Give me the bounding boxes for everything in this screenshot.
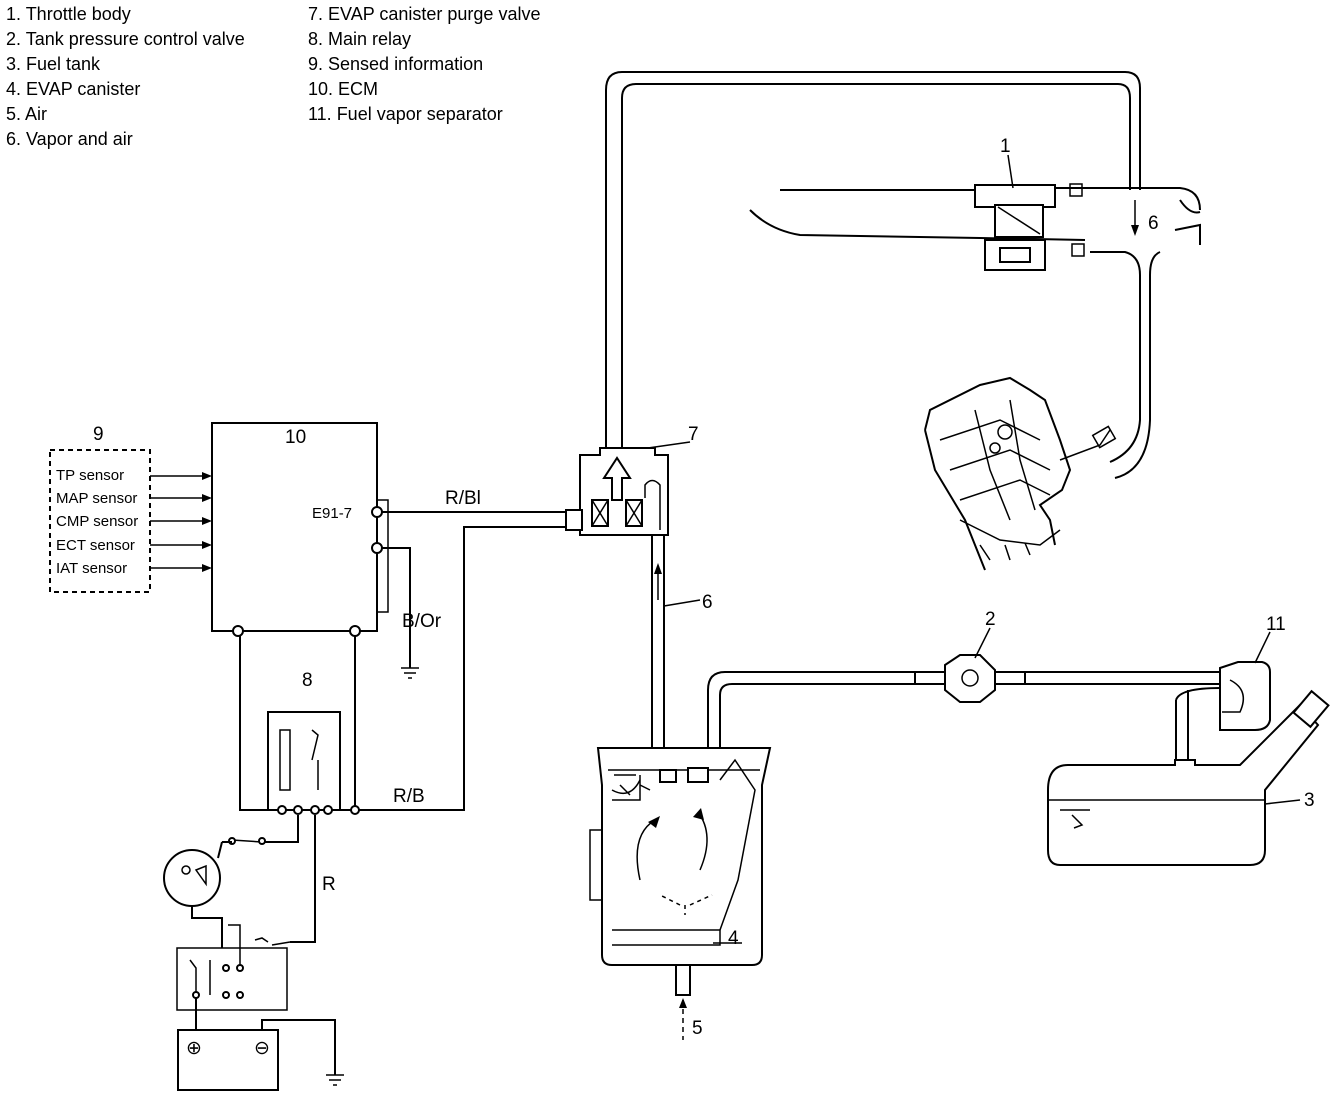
legend-item: 5. Air bbox=[6, 104, 48, 124]
battery-positive-symbol: ⊕ bbox=[186, 1038, 202, 1059]
wire-label-r-bl: R/Bl bbox=[445, 488, 481, 509]
legend-item: 10. ECM bbox=[308, 79, 379, 99]
legend-left: 1. Throttle body 2. Tank pressure contro… bbox=[6, 2, 245, 152]
sensor-label: ECT sensor bbox=[56, 537, 135, 554]
throttle-body bbox=[749, 183, 1201, 271]
callout-10: 10 bbox=[285, 427, 306, 448]
callout-7: 7 bbox=[688, 424, 699, 445]
callout-6-top: 6 bbox=[1148, 213, 1159, 234]
legend-item: 7. EVAP canister purge valve bbox=[308, 4, 541, 24]
legend-item: 11. Fuel vapor separator bbox=[308, 104, 503, 124]
tank-pressure-control-valve bbox=[914, 654, 1026, 703]
legend-right: 7. EVAP canister purge valve 8. Main rel… bbox=[308, 2, 540, 127]
wire-label-b-or: B/Or bbox=[402, 611, 442, 632]
legend-item: 8. Main relay bbox=[308, 29, 412, 49]
sensor-label: TP sensor bbox=[56, 467, 124, 484]
callout-1: 1 bbox=[1000, 136, 1011, 157]
purge-valve bbox=[565, 447, 669, 536]
main-relay bbox=[267, 711, 360, 815]
legend-item: 9. Sensed information bbox=[308, 54, 484, 74]
ecm-terminal-label: E91-7 bbox=[312, 505, 352, 522]
sensor-label: CMP sensor bbox=[56, 513, 138, 530]
callout-5: 5 bbox=[692, 1018, 703, 1039]
callout-8: 8 bbox=[302, 670, 313, 691]
ecm-box bbox=[211, 422, 378, 632]
legend-item: 1. Throttle body bbox=[6, 4, 131, 24]
wire-label-r: R bbox=[322, 874, 336, 895]
legend-item: 6. Vapor and air bbox=[6, 129, 133, 149]
battery bbox=[177, 1029, 279, 1091]
fuel-vapor-separator bbox=[1175, 661, 1271, 765]
callout-11: 11 bbox=[1266, 614, 1286, 635]
callout-4: 4 bbox=[728, 928, 739, 949]
wire-label-r-b: R/B bbox=[393, 786, 425, 807]
engine-block bbox=[924, 376, 1117, 571]
callout-9: 9 bbox=[93, 424, 104, 445]
ignition-circuit bbox=[163, 815, 344, 1086]
legend-item: 2. Tank pressure control valve bbox=[6, 29, 245, 49]
callout-3: 3 bbox=[1304, 790, 1315, 811]
battery-negative-symbol: ⊖ bbox=[254, 1038, 270, 1059]
sensor-label: IAT sensor bbox=[56, 560, 127, 577]
callout-6-mid: 6 bbox=[702, 592, 713, 613]
leader-lines bbox=[647, 154, 1301, 944]
fuel-tank bbox=[1047, 689, 1330, 866]
legend-item: 3. Fuel tank bbox=[6, 54, 101, 74]
sensor-arrows bbox=[150, 472, 212, 572]
evap-canister bbox=[589, 747, 772, 1040]
sensor-label: MAP sensor bbox=[56, 490, 137, 507]
legend-item: 4. EVAP canister bbox=[6, 79, 141, 99]
callout-2: 2 bbox=[985, 609, 996, 630]
